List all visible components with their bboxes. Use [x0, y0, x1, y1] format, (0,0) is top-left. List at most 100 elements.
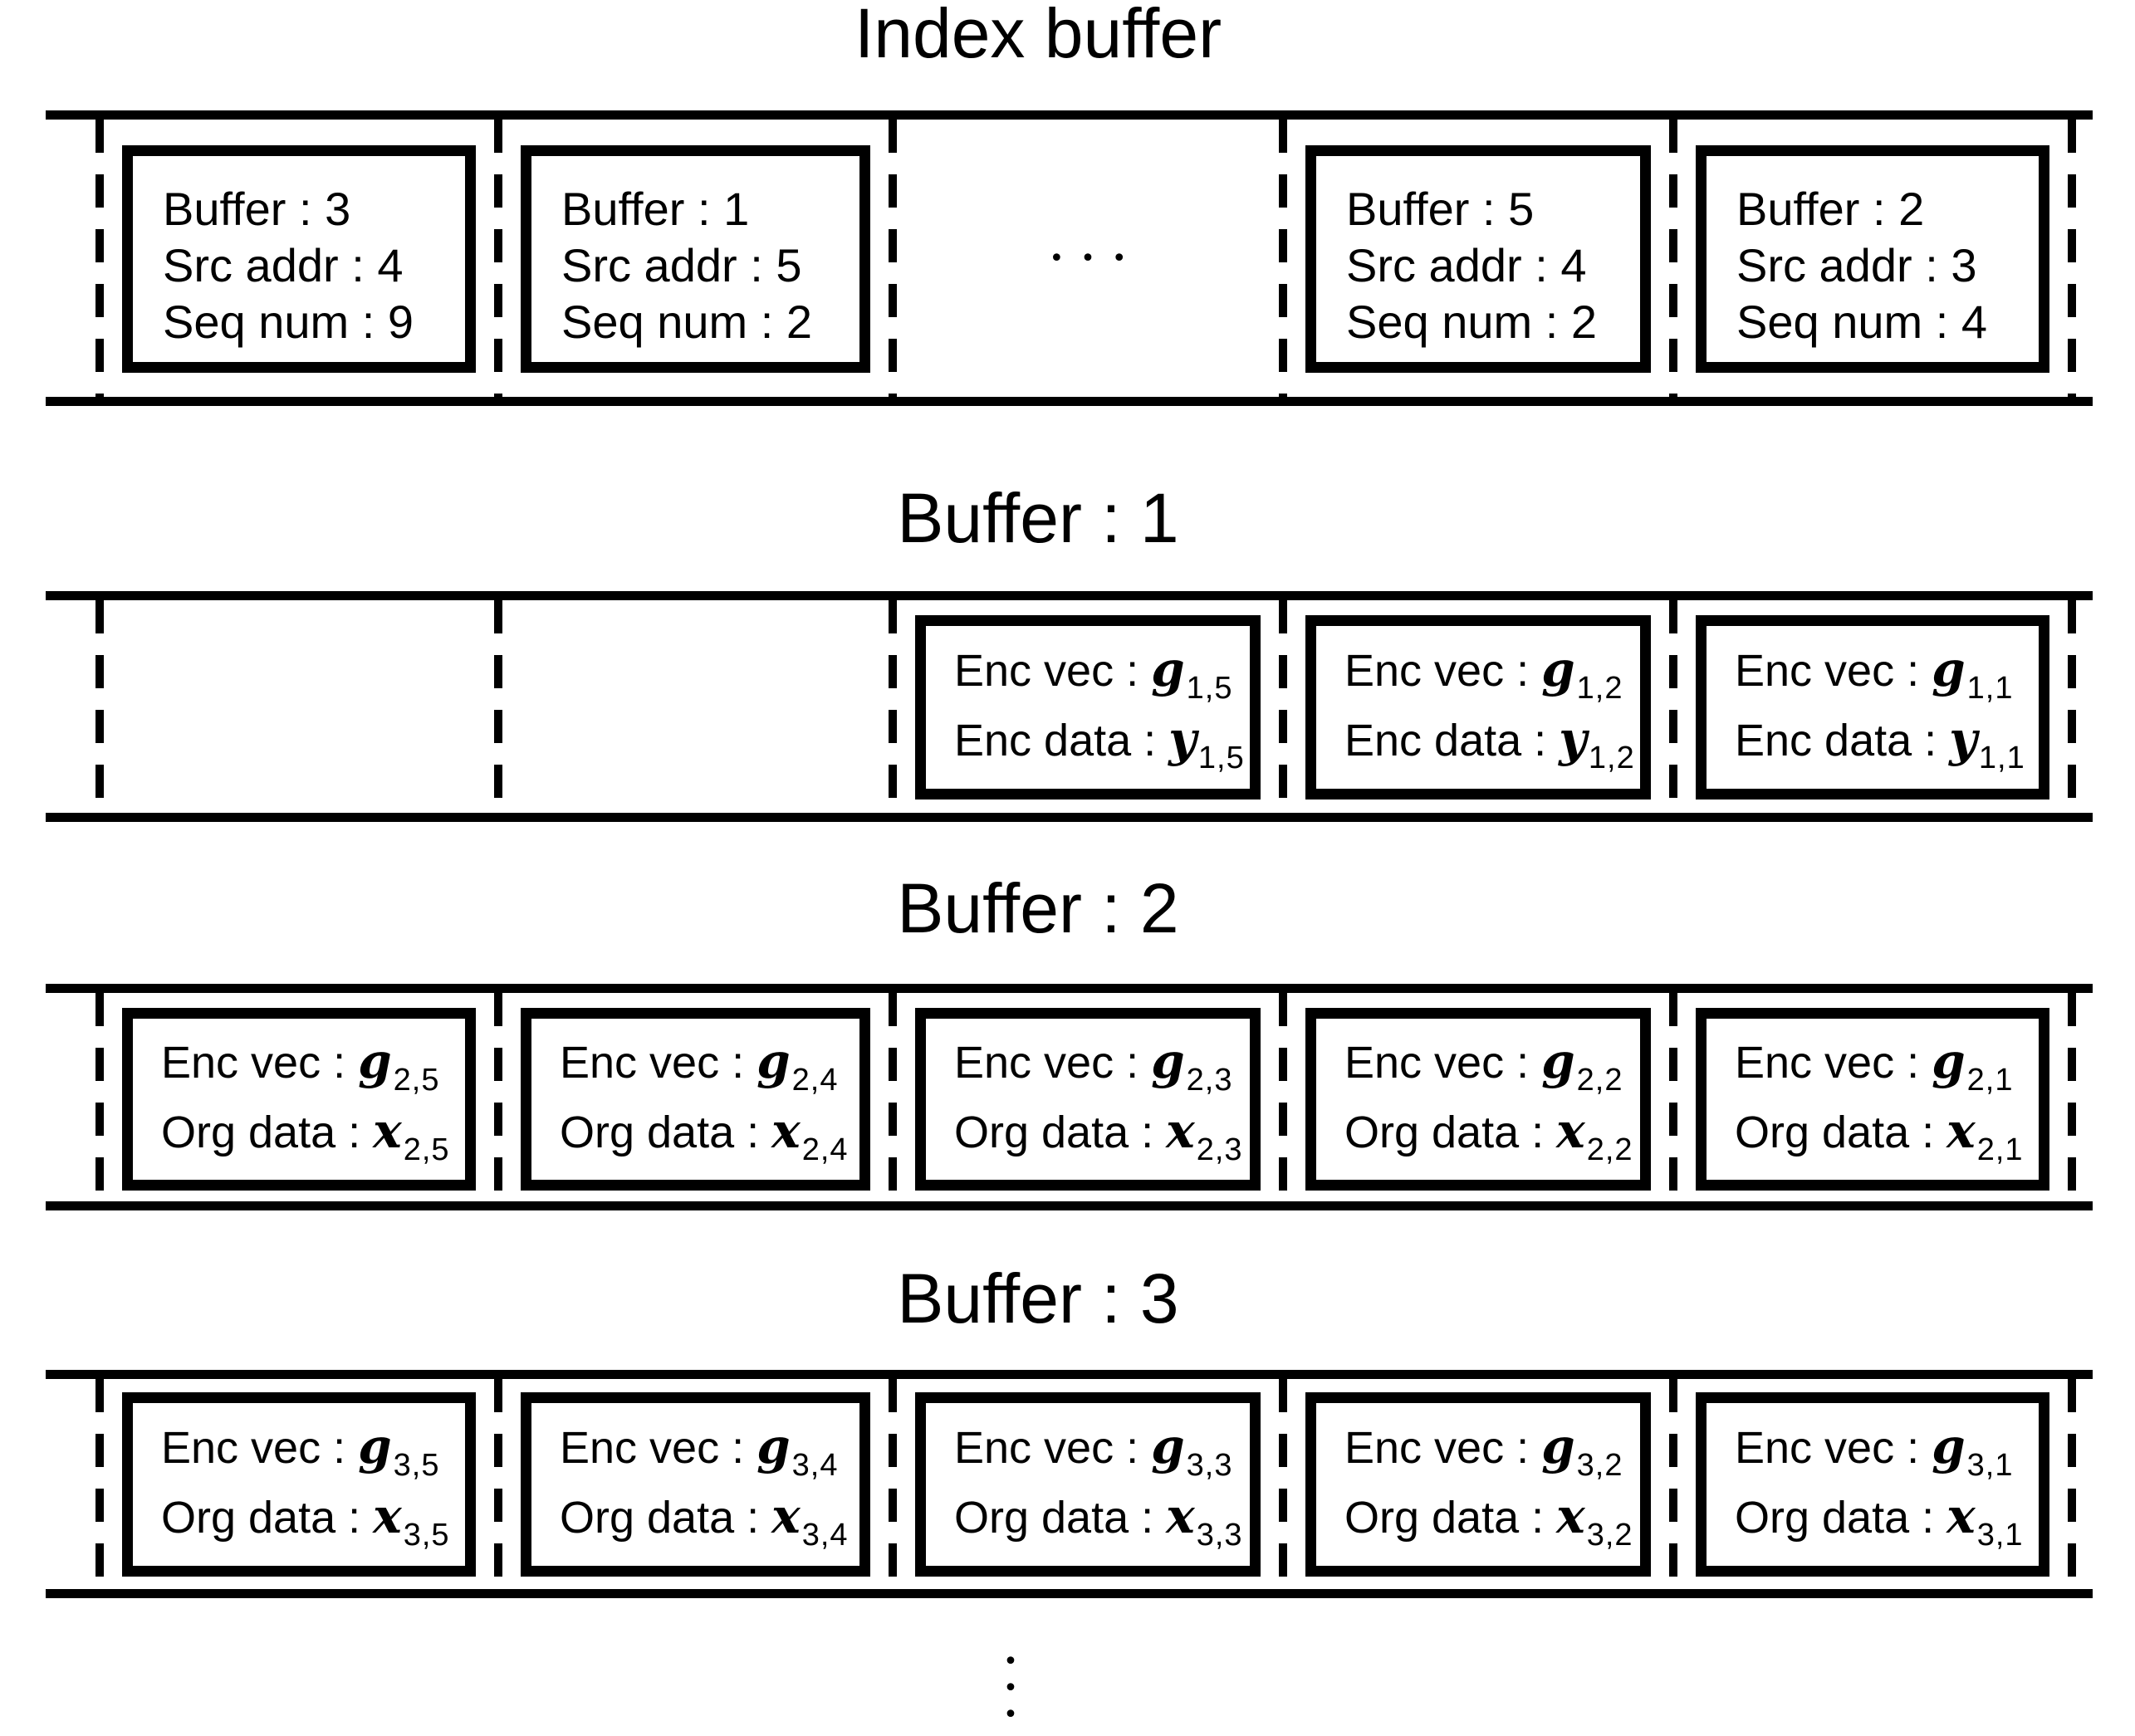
math-line: Org data : x3,4 [560, 1484, 859, 1554]
math-line: Org data : x2,3 [954, 1099, 1250, 1169]
math-label: Enc vec : [1344, 646, 1542, 696]
dashed-separator [1279, 600, 1287, 813]
dashed-separator [1279, 993, 1287, 1201]
math-subscript: 1,2 [1576, 671, 1623, 706]
band-top-line [46, 984, 2093, 993]
dashed-separator [2068, 600, 2076, 813]
band-bottom-line [46, 1589, 2093, 1598]
math-label: Enc vec : [1735, 1423, 1932, 1473]
record-line: Buffer : 1 [561, 183, 750, 235]
dashed-separator [1669, 993, 1677, 1201]
horizontal-ellipsis-dots: ••• [1049, 243, 1143, 273]
math-label: Org data : [560, 1108, 772, 1157]
record-line: Seq num : 9 [163, 296, 414, 348]
math-symbol: x [373, 1103, 402, 1159]
record-line: Buffer : 2 [1736, 183, 1925, 235]
record-line: Seq num : 2 [1346, 296, 1597, 348]
math-subscript: 3,4 [791, 1448, 839, 1483]
band-bottom-line [46, 397, 2093, 406]
math-label: Enc vec : [954, 1423, 1152, 1473]
math-subscript: 1,1 [1978, 741, 2025, 775]
record-line: Seq num : 2 [561, 296, 812, 348]
math-label: Enc vec : [1344, 1038, 1542, 1088]
math-line: Enc vec : g3,5 [161, 1415, 465, 1484]
dashed-separator [889, 600, 897, 813]
math-label: Org data : [1735, 1108, 1947, 1157]
math-symbol: g [1541, 1418, 1575, 1474]
math-subscript: 2,2 [1586, 1132, 1633, 1167]
math-symbol: y [1559, 711, 1587, 767]
math-symbol: x [1166, 1488, 1195, 1544]
math-label: Org data : [954, 1108, 1167, 1157]
math-symbol: g [1932, 641, 1966, 697]
math-label: Enc vec : [1735, 646, 1932, 696]
dashed-separator [494, 600, 502, 813]
record-line: Src addr : 4 [1346, 239, 1587, 291]
math-label: Enc vec : [161, 1038, 359, 1088]
math-line: Enc vec : g2,1 [1735, 1029, 2039, 1099]
math-line: Enc vec : g2,2 [1344, 1029, 1640, 1099]
math-symbol: g [1932, 1033, 1966, 1089]
record-line: Src addr : 4 [163, 239, 404, 291]
math-label: Org data : [954, 1493, 1167, 1543]
dashed-separator [494, 120, 502, 397]
math-line: Org data : x3,2 [1344, 1484, 1640, 1554]
math-label: Enc vec : [560, 1423, 757, 1473]
math-symbol: g [358, 1418, 392, 1474]
math-line: Enc data : y1,2 [1344, 707, 1640, 777]
record-line: Buffer : 5 [1346, 183, 1535, 235]
ellipsis-dot: • [1003, 1647, 1018, 1676]
math-line: Enc vec : g1,5 [954, 638, 1250, 707]
math-line: Enc vec : g2,3 [954, 1029, 1250, 1099]
math-subscript: 2,4 [801, 1132, 849, 1167]
band-bottom-line [46, 1201, 2093, 1210]
math-label: Org data : [1344, 1493, 1557, 1543]
math-symbol: x [771, 1488, 801, 1544]
math-label: Enc vec : [560, 1038, 757, 1088]
dashed-separator [1669, 1379, 1677, 1589]
math-subscript: 2,3 [1196, 1132, 1243, 1167]
math-label: Enc data : [1344, 716, 1560, 765]
math-label: Enc vec : [1735, 1038, 1932, 1088]
math-subscript: 2,4 [791, 1063, 839, 1098]
dashed-separator [2068, 120, 2076, 397]
math-symbol: g [1932, 1418, 1966, 1474]
math-line: Org data : x2,1 [1735, 1099, 2039, 1169]
dashed-separator [889, 120, 897, 397]
math-subscript: 3,2 [1576, 1448, 1623, 1483]
math-subscript: 3,2 [1586, 1518, 1633, 1553]
math-label: Org data : [1344, 1108, 1557, 1157]
dashed-separator [494, 1379, 502, 1589]
math-symbol: g [757, 1418, 791, 1474]
band-top-line [46, 591, 2093, 600]
math-subscript: 1,2 [1588, 741, 1635, 775]
math-label: Enc vec : [954, 1038, 1152, 1088]
math-line: Enc vec : g1,2 [1344, 638, 1640, 707]
band-top-line [46, 110, 2093, 120]
math-subscript: 3,3 [1196, 1518, 1243, 1553]
math-symbol: y [1949, 711, 1977, 767]
dashed-separator [1279, 120, 1287, 397]
math-line: Org data : x3,1 [1735, 1484, 2039, 1554]
math-line: Org data : x2,4 [560, 1099, 859, 1169]
math-symbol: x [1556, 1488, 1585, 1544]
math-subscript: 2,3 [1186, 1063, 1233, 1098]
math-symbol: g [1151, 1033, 1185, 1089]
math-line: Enc vec : g2,4 [560, 1029, 859, 1099]
math-symbol: x [373, 1488, 402, 1544]
